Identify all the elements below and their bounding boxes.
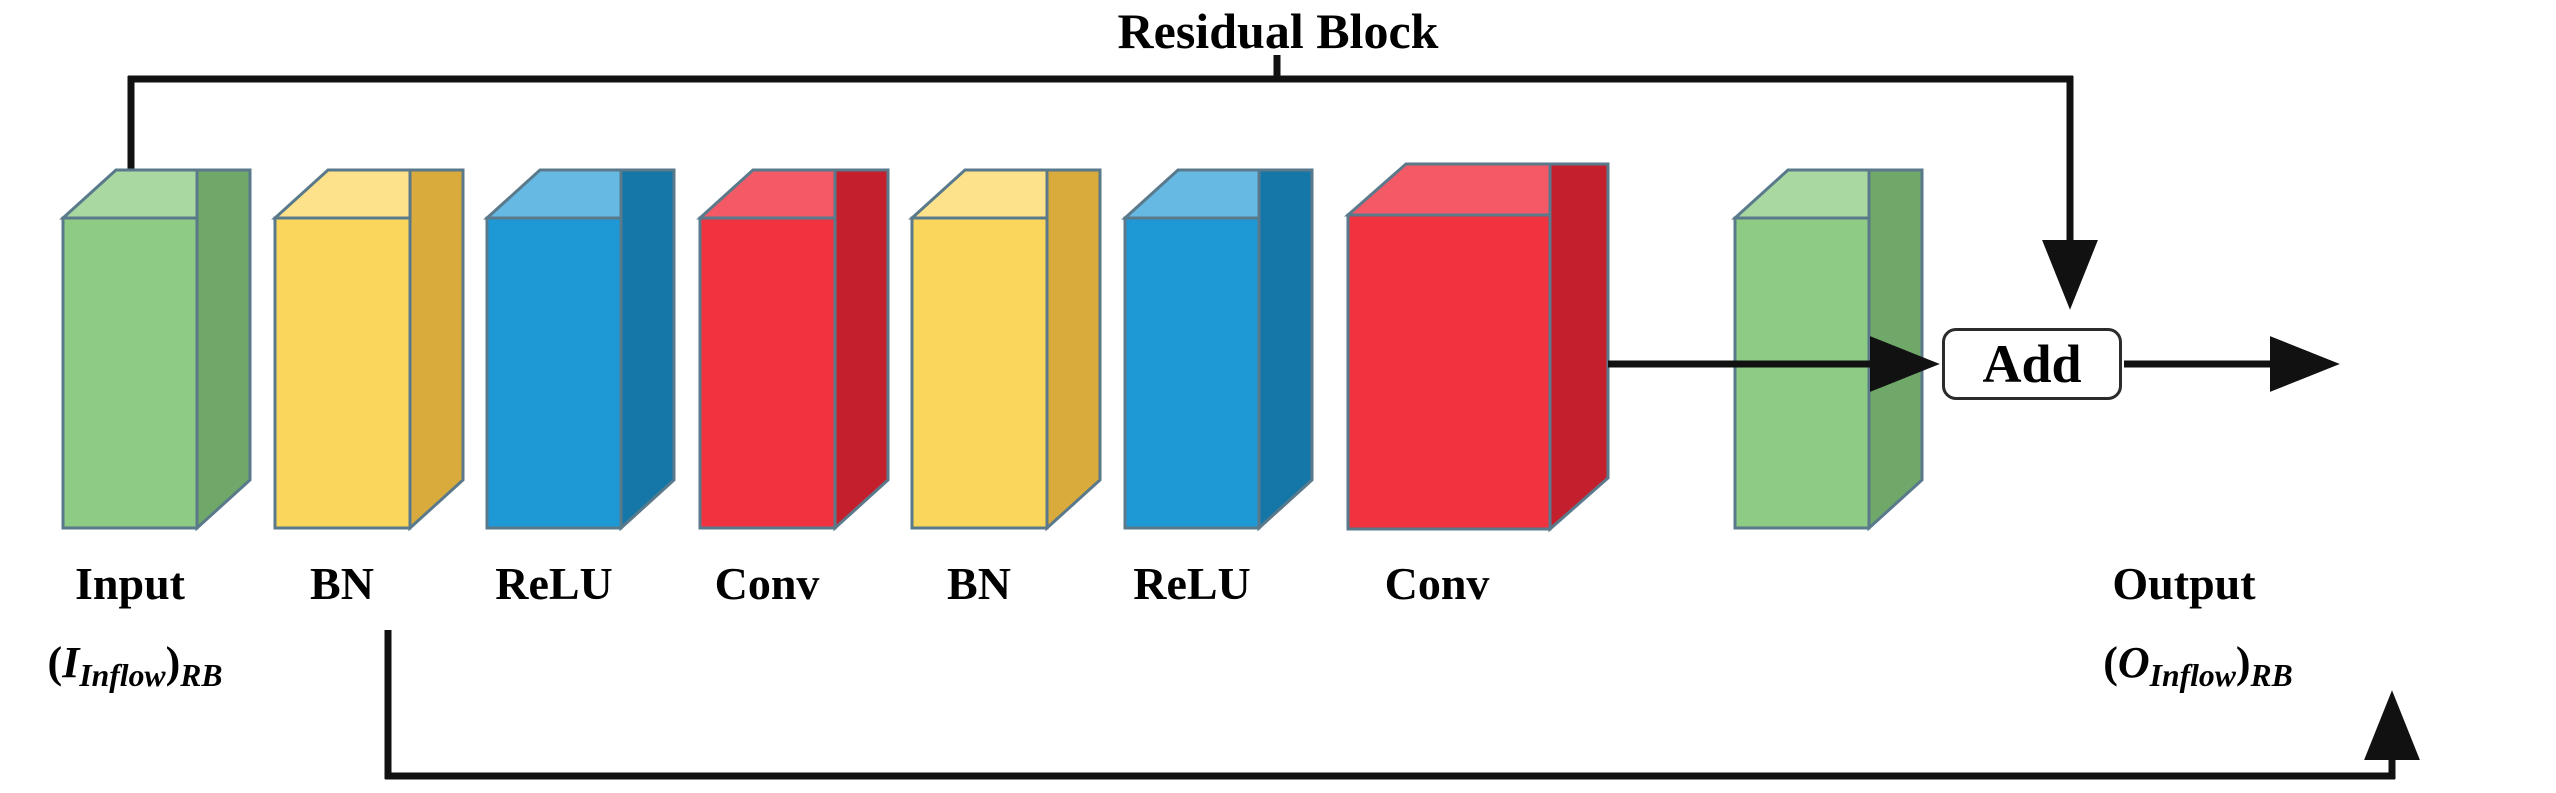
input-formula-close: ) <box>165 638 181 687</box>
block-bn-1[interactable] <box>271 168 465 532</box>
residual-block-bracket <box>127 55 2098 310</box>
input-subscript: Inflow <box>79 657 166 693</box>
block-label-relu-1: ReLU <box>495 558 613 609</box>
block-conv-1[interactable] <box>696 168 890 532</box>
input-symbol: I <box>62 638 80 687</box>
block-relu-1[interactable] <box>483 168 676 532</box>
block-label-bn-1: BN <box>310 558 374 609</box>
block-label-bn-2: BN <box>947 558 1011 609</box>
block-bn-2[interactable] <box>908 168 1102 532</box>
add-node-label: Add <box>1982 334 2082 394</box>
input-formula: (IInflow)RB <box>0 638 270 693</box>
block-input[interactable] <box>59 168 252 532</box>
page-title: Residual Block <box>1117 3 1439 59</box>
block-conv-2[interactable] <box>1344 162 1610 533</box>
output-sub-rb: RB <box>2250 657 2293 693</box>
input-formula-open: ( <box>47 638 63 687</box>
output-formula-close: ) <box>2235 638 2251 687</box>
add-node[interactable]: Add <box>1942 328 2122 400</box>
block-label-input: Input <box>75 558 185 609</box>
bottom-skip-connection <box>384 630 2420 780</box>
output-formula-open: ( <box>2103 638 2118 687</box>
block-relu-2[interactable] <box>1121 168 1314 532</box>
block-label-conv-1: Conv <box>714 558 820 609</box>
block-label-conv-2: Conv <box>1384 558 1490 609</box>
output-formula: (OInflow)RB <box>2048 638 2348 693</box>
output-symbol: O <box>2117 638 2150 687</box>
block-label-output: Output <box>2112 558 2256 609</box>
input-sub-rb: RB <box>180 657 223 693</box>
block-output[interactable] <box>1731 168 1924 532</box>
output-subscript: Inflow <box>2149 657 2236 693</box>
block-label-relu-2: ReLU <box>1133 558 1251 609</box>
